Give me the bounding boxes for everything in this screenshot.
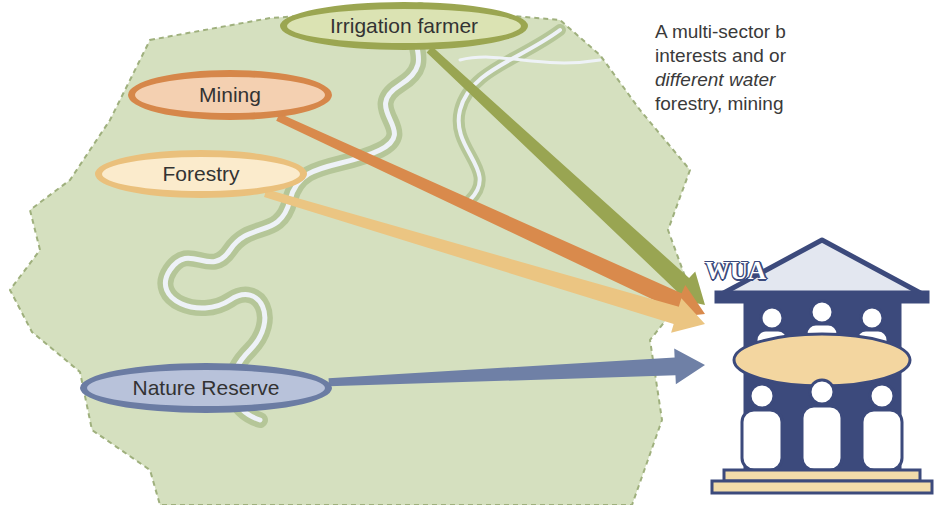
flow-arrow bbox=[264, 189, 705, 332]
sector-oval: Irrigation farmer bbox=[280, 2, 528, 50]
sector-name: Forestry bbox=[162, 162, 239, 186]
sector-oval: Nature Reserve bbox=[80, 363, 332, 413]
sector-oval: Forestry bbox=[95, 150, 307, 198]
sector-oval: Mining bbox=[128, 70, 332, 120]
wua-building-node: WUA bbox=[705, 235, 940, 500]
organisation-name: WUA bbox=[705, 257, 766, 284]
caption-text: interests and or bbox=[655, 45, 786, 67]
sector-name: Mining bbox=[199, 83, 261, 107]
caption-text: forestry, mining bbox=[655, 93, 783, 115]
flow-arrow bbox=[329, 348, 705, 386]
sector-name: Nature Reserve bbox=[132, 376, 279, 400]
sector-name: Irrigation farmer bbox=[330, 14, 478, 38]
caption-text: A multi-sector b bbox=[655, 21, 786, 43]
caption-text: different water bbox=[655, 69, 775, 91]
